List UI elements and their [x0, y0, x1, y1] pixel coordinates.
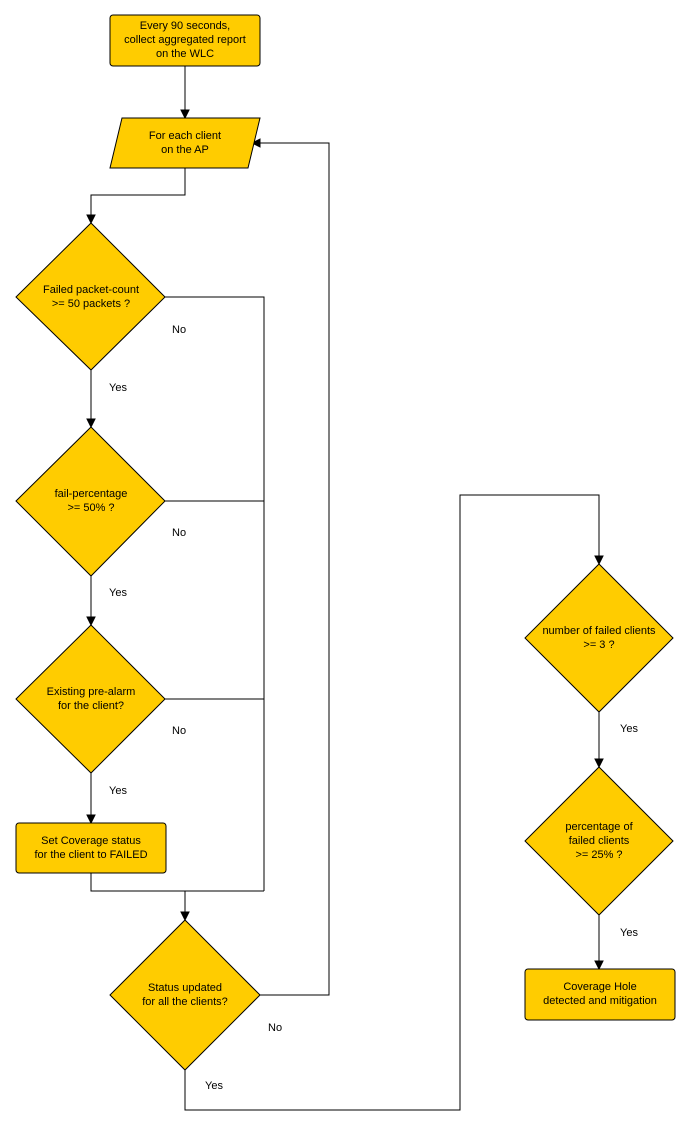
edge-label-yes: Yes: [109, 785, 127, 797]
node-fail-percentage: fail-percentage >= 50% ?: [15, 426, 166, 577]
edge-label-no: No: [268, 1022, 282, 1034]
node-line: For each client: [149, 130, 221, 142]
edge-label-yes: Yes: [620, 723, 638, 735]
node-line: Failed packet-count: [43, 284, 139, 296]
node-line: Coverage Hole: [563, 981, 636, 993]
node-for-each-client: For each client on the AP: [109, 117, 261, 169]
edge-label-no: No: [172, 725, 186, 737]
arrowhead: [594, 555, 604, 566]
edge-label-yes: Yes: [109, 587, 127, 599]
edges: [86, 66, 604, 1111]
edge-label-yes: Yes: [620, 927, 638, 939]
node-text: Every 90 seconds, collect aggregated repo…: [124, 20, 246, 60]
node-text: Status updated for all the clients?: [142, 982, 228, 1008]
node-line: >= 25% ?: [575, 849, 622, 861]
node-percentage-of-failed-clients: percentage of failed clients >= 25% ?: [524, 766, 674, 916]
arrowhead: [86, 214, 96, 225]
node-line: Every 90 seconds,: [140, 20, 231, 32]
node-existing-pre-alarm: Existing pre-alarm for the client?: [15, 624, 166, 774]
node-line: number of failed clients: [542, 625, 656, 637]
node-line: on the AP: [161, 144, 209, 156]
node-line: fail-percentage: [55, 488, 128, 500]
edge-foreach-to-failedpacket: [90, 168, 186, 218]
edge-no-collector: [165, 296, 265, 891]
node-line: for all the clients?: [142, 996, 228, 1008]
node-text: number of failed clients >= 3 ?: [542, 625, 656, 651]
node-text: Coverage Hole detected and mitigation: [543, 981, 657, 1007]
node-status-updated: Status updated for all the clients?: [109, 919, 261, 1071]
node-line: detected and mitigation: [543, 995, 657, 1007]
node-text: Existing pre-alarm for the client?: [47, 686, 136, 712]
node-text: Set Coverage status for the client to FAI…: [34, 835, 147, 861]
edge-label-yes: Yes: [205, 1080, 223, 1092]
arrowhead: [594, 758, 604, 769]
node-number-of-failed-clients: number of failed clients >= 3 ?: [524, 563, 674, 713]
node-line: Existing pre-alarm: [47, 686, 136, 698]
node-line: collect aggregated report: [124, 34, 246, 46]
edge-merge-to-statusupdated: [90, 873, 264, 915]
edge-label-yes: Yes: [109, 382, 127, 394]
arrowhead: [180, 109, 190, 120]
arrowhead: [180, 911, 190, 922]
arrowhead: [594, 960, 604, 971]
edge-statusupdated-yes: [184, 494, 600, 1111]
arrowhead: [86, 616, 96, 627]
node-text: percentage of failed clients >= 25% ?: [565, 821, 633, 861]
node-failed-packet-count: Failed packet-count >= 50 packets ?: [15, 222, 166, 371]
node-line: on the WLC: [156, 48, 214, 60]
node-line: failed clients: [569, 835, 630, 847]
arrowhead: [250, 138, 261, 148]
node-line: >= 3 ?: [583, 639, 614, 651]
node-coverage-hole: Coverage Hole detected and mitigation: [524, 968, 676, 1021]
node-text: Failed packet-count >= 50 packets ?: [43, 284, 139, 310]
arrowhead: [86, 418, 96, 429]
arrowhead: [86, 814, 96, 825]
node-line: Status updated: [148, 982, 222, 994]
edge-statusupdated-no-loop: [257, 142, 330, 996]
node-start: Every 90 seconds, collect aggregated repo…: [109, 14, 261, 67]
node-line: percentage of: [565, 821, 633, 833]
edge-label-no: No: [172, 527, 186, 539]
edge-label-no: No: [172, 324, 186, 336]
node-line: for the client?: [58, 700, 124, 712]
node-text: For each client on the AP: [149, 130, 221, 156]
edge-labels: No Yes No Yes No Yes No Yes Yes Yes: [109, 324, 638, 1092]
node-text: fail-percentage >= 50% ?: [55, 488, 128, 514]
node-line: >= 50 packets ?: [52, 298, 130, 310]
node-line: Set Coverage status: [41, 835, 141, 847]
node-line: for the client to FAILED: [34, 849, 147, 861]
node-line: >= 50% ?: [67, 502, 114, 514]
node-set-coverage-status: Set Coverage status for the client to FAI…: [15, 822, 167, 874]
